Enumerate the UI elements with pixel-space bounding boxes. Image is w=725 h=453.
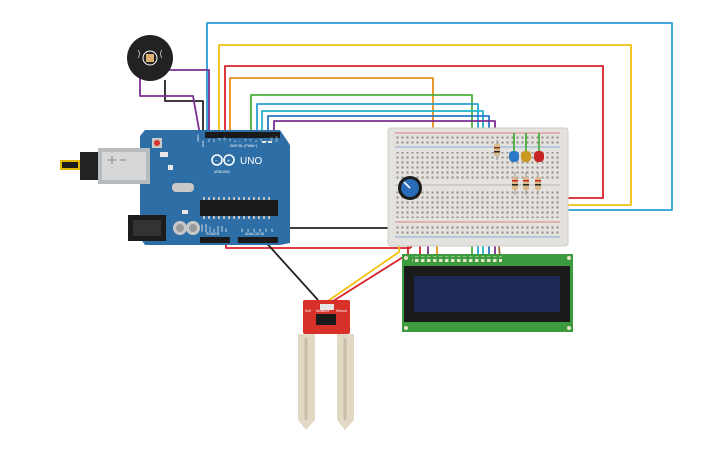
resistor-icon: [512, 172, 518, 195]
analog-header: [238, 237, 278, 243]
wire-yellow-sensor: [324, 243, 400, 304]
pin-label: 12: [212, 139, 216, 142]
pin-label: ~5: [249, 138, 253, 142]
lcd-module[interactable]: [402, 254, 573, 332]
board-brand: UNO: [240, 156, 262, 167]
pin-label: ~10: [223, 137, 227, 142]
crystal: [172, 183, 194, 192]
pin-label: 13: [207, 139, 211, 142]
sensor-label-mid: Moisture: [316, 309, 329, 313]
board-maker: ARDUINO: [214, 170, 230, 174]
digital-header: [205, 132, 280, 138]
resistor-icon: [523, 172, 529, 195]
pin-label: RESET: [204, 223, 208, 232]
buzzer[interactable]: [127, 35, 173, 81]
aref-label: AREF: [196, 134, 200, 142]
pin-label: ~3: [259, 138, 263, 142]
pin-label: ~6: [243, 138, 247, 142]
pin-label: A4: [264, 228, 268, 232]
led-icon: [521, 151, 531, 162]
svg-text:−: −: [215, 158, 218, 164]
wire-purple-top: [149, 69, 210, 135]
pin-label: IOREF: [200, 224, 204, 232]
pin-label: 8: [233, 140, 237, 142]
pin-label: GND: [220, 226, 224, 232]
pin-label: 3.3V: [208, 226, 212, 232]
wire-buzzer-black: [164, 80, 204, 135]
led-group: [509, 133, 544, 162]
pin-label: 7: [238, 140, 242, 142]
pin-label: ~11: [217, 137, 221, 142]
lcd-screen: [414, 276, 560, 312]
wire-black-sensor: [261, 237, 319, 301]
sensor-label-left: Soil: [305, 309, 311, 313]
power-header: [200, 237, 230, 243]
pin-label: Vin: [224, 228, 228, 232]
pin-label: A3: [258, 228, 262, 232]
led-icon: [509, 151, 519, 162]
pin-label: A2: [252, 228, 256, 232]
arduino-logo: − +: [211, 154, 235, 166]
gnd-label: GND: [201, 140, 205, 148]
pin-label: TX 1: [269, 136, 273, 142]
led-icon: [534, 151, 544, 162]
digital-header-label: DIGITAL (PWM~): [230, 144, 257, 148]
wire-buzzer-purple: [139, 75, 201, 136]
arduino-board[interactable]: − + UNO ARDUINO DIGITAL (PWM~) AREF GND …: [60, 130, 290, 245]
resistor-icon: [494, 140, 500, 160]
pin-label: 2: [264, 140, 268, 142]
buzzer-icon: [146, 54, 154, 62]
wire-yellow-outer: [218, 44, 632, 206]
pin-label: GND: [216, 226, 220, 232]
resistor-icon: [535, 172, 541, 195]
power-jack-icon: [128, 215, 166, 241]
pin-label: 5V: [212, 229, 216, 232]
wire-red-outer: [224, 65, 604, 199]
sensor-label-right: Sensor: [336, 309, 348, 313]
atmega-chip: [200, 200, 278, 216]
resistor-group: [494, 140, 541, 195]
power-label: POWER: [206, 232, 220, 236]
potentiometer-icon[interactable]: [398, 176, 422, 200]
soil-moisture-sensor[interactable]: Soil Moisture Sensor: [298, 300, 354, 430]
pin-label: RX 0: [275, 136, 279, 142]
pin-label: A0: [240, 228, 244, 232]
pin-label: A1: [246, 228, 250, 232]
pin-label: ~9: [228, 138, 232, 142]
pin-label: 4: [254, 140, 258, 142]
svg-text:+: +: [227, 159, 230, 165]
usb-connector-icon: [60, 148, 150, 184]
analog-label: ANALOG IN: [245, 232, 265, 236]
pin-label: A5: [270, 228, 274, 232]
